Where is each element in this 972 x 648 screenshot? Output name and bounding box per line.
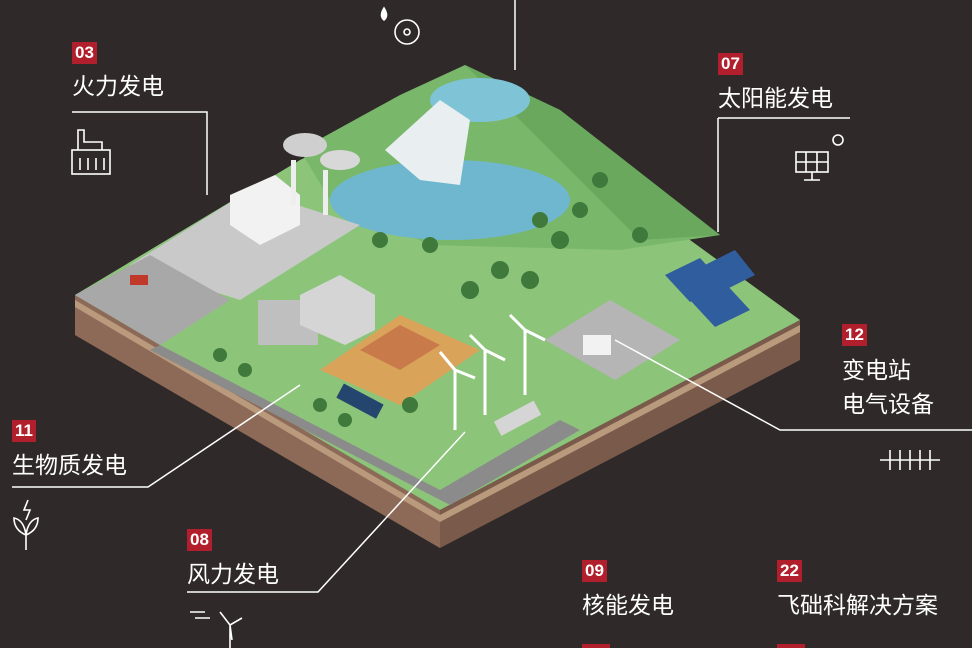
solar-panel-icon [795,134,844,181]
thermal-plant-area [130,190,360,300]
label-biomass-power: 生物质发电 [12,453,127,479]
badge-22: 22 [777,560,802,582]
leader-lines [12,0,972,593]
lake [330,160,570,240]
thermal-plant-icon [71,129,111,175]
trees [213,172,648,427]
biomass-leaf-icon [13,499,39,550]
label-wind-power: 风力发电 [187,562,279,588]
badge-09: 09 [582,560,607,582]
badge-03: 03 [72,42,97,64]
wind-turbine-icon [190,611,243,648]
badge-partial [777,644,805,648]
badge-07: 07 [718,53,743,75]
badge-partial [582,644,610,648]
wind-turbines [438,313,546,430]
label-substation: 变电站 [842,358,911,384]
insulator-icon [880,450,940,470]
label-electrical-equipment: 电气设备 [842,392,934,418]
substation [545,300,680,380]
badge-11: 11 [12,420,36,442]
label-nuclear-power: 核能发电 [582,593,674,619]
bus [336,383,384,419]
truck [493,400,542,436]
ground-base [75,295,800,548]
label-solutions: 飞础科解决方案 [777,593,938,619]
hydro-dam [385,100,470,185]
solar-farm [665,250,755,327]
label-solar-power: 太阳能发电 [718,86,833,112]
water-gear-icon [380,6,420,45]
label-thermal-power: 火力发电 [72,74,164,100]
badge-12: 12 [842,324,867,346]
badge-08: 08 [187,529,212,551]
